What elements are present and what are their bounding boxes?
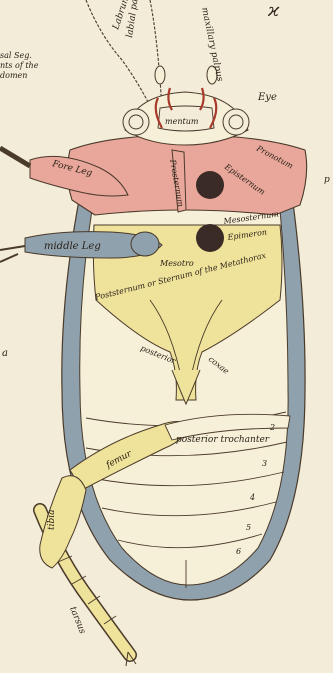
lower-spiracle: [196, 224, 224, 252]
numeral-4: 4: [249, 493, 255, 502]
corner-mark: ϰ: [267, 0, 280, 21]
label-posterior-trochanter: posterior trochanter: [176, 435, 270, 445]
right-margin-letter: p: [324, 175, 330, 185]
label-eye: Eye: [257, 92, 277, 103]
label-tibia: tibia: [47, 509, 57, 530]
numeral-5: 5: [246, 523, 251, 532]
numeral-6: 6: [236, 547, 241, 556]
left-note-line-3: domen: [0, 71, 27, 80]
label-mentum: mentum: [165, 117, 199, 126]
numeral-2: 2: [269, 423, 275, 432]
numeral-3: 3: [262, 459, 267, 468]
upper-spiracle: [196, 171, 224, 199]
middle-coxa: [131, 232, 159, 256]
left-note-line-2: nts of the: [0, 61, 39, 70]
left-note-line-1: sal Seg.: [0, 51, 32, 60]
left-margin-letter: a: [2, 348, 8, 359]
label-mesotrochanter: Mesotro: [159, 259, 194, 268]
label-middle-leg: middle Leg: [44, 241, 101, 252]
